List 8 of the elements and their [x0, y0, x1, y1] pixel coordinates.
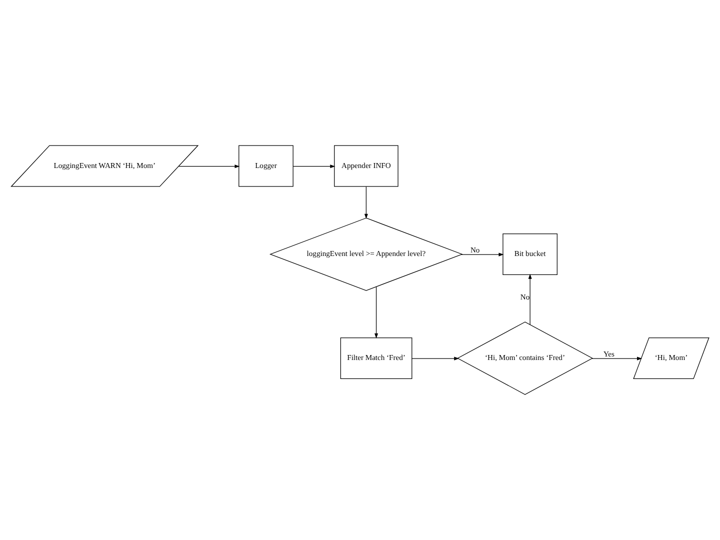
arrow — [592, 356, 642, 360]
arrow — [374, 286, 378, 338]
arrow — [178, 164, 240, 168]
arrow — [364, 186, 368, 219]
arrow — [460, 252, 504, 256]
arrow — [412, 356, 460, 360]
arrow — [528, 274, 532, 325]
arrow — [292, 164, 336, 168]
